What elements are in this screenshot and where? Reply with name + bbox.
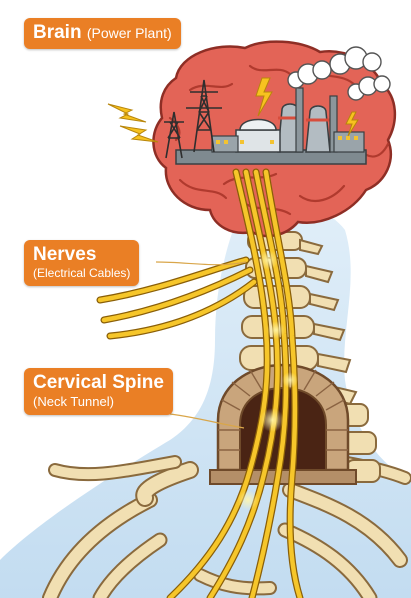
nerves-label-subtitle: (Electrical Cables) (33, 265, 131, 280)
cervical-spine-label: Cervical Spine (Neck Tunnel) (24, 368, 173, 415)
nerve-cable-icon (96, 168, 304, 598)
smoke-cloud-icon (287, 46, 391, 101)
cervical-spine-label-subtitle: (Neck Tunnel) (33, 393, 114, 409)
cervical-spine-label-title: Cervical Spine (33, 372, 164, 393)
brain-label: Brain (Power Plant) (24, 18, 181, 49)
lightning-bolt-icon (107, 77, 359, 143)
label-pointer-lines (155, 261, 247, 429)
power-plant-icon (175, 87, 367, 165)
brain-label-title: Brain (33, 22, 82, 43)
transmission-tower-icon (164, 79, 222, 159)
rib-cage-icon (42, 453, 411, 598)
nerves-label-title: Nerves (33, 244, 97, 265)
nerves-label: Nerves (Electrical Cables) (24, 240, 140, 286)
brain-label-subtitle: (Power Plant) (86, 25, 172, 41)
